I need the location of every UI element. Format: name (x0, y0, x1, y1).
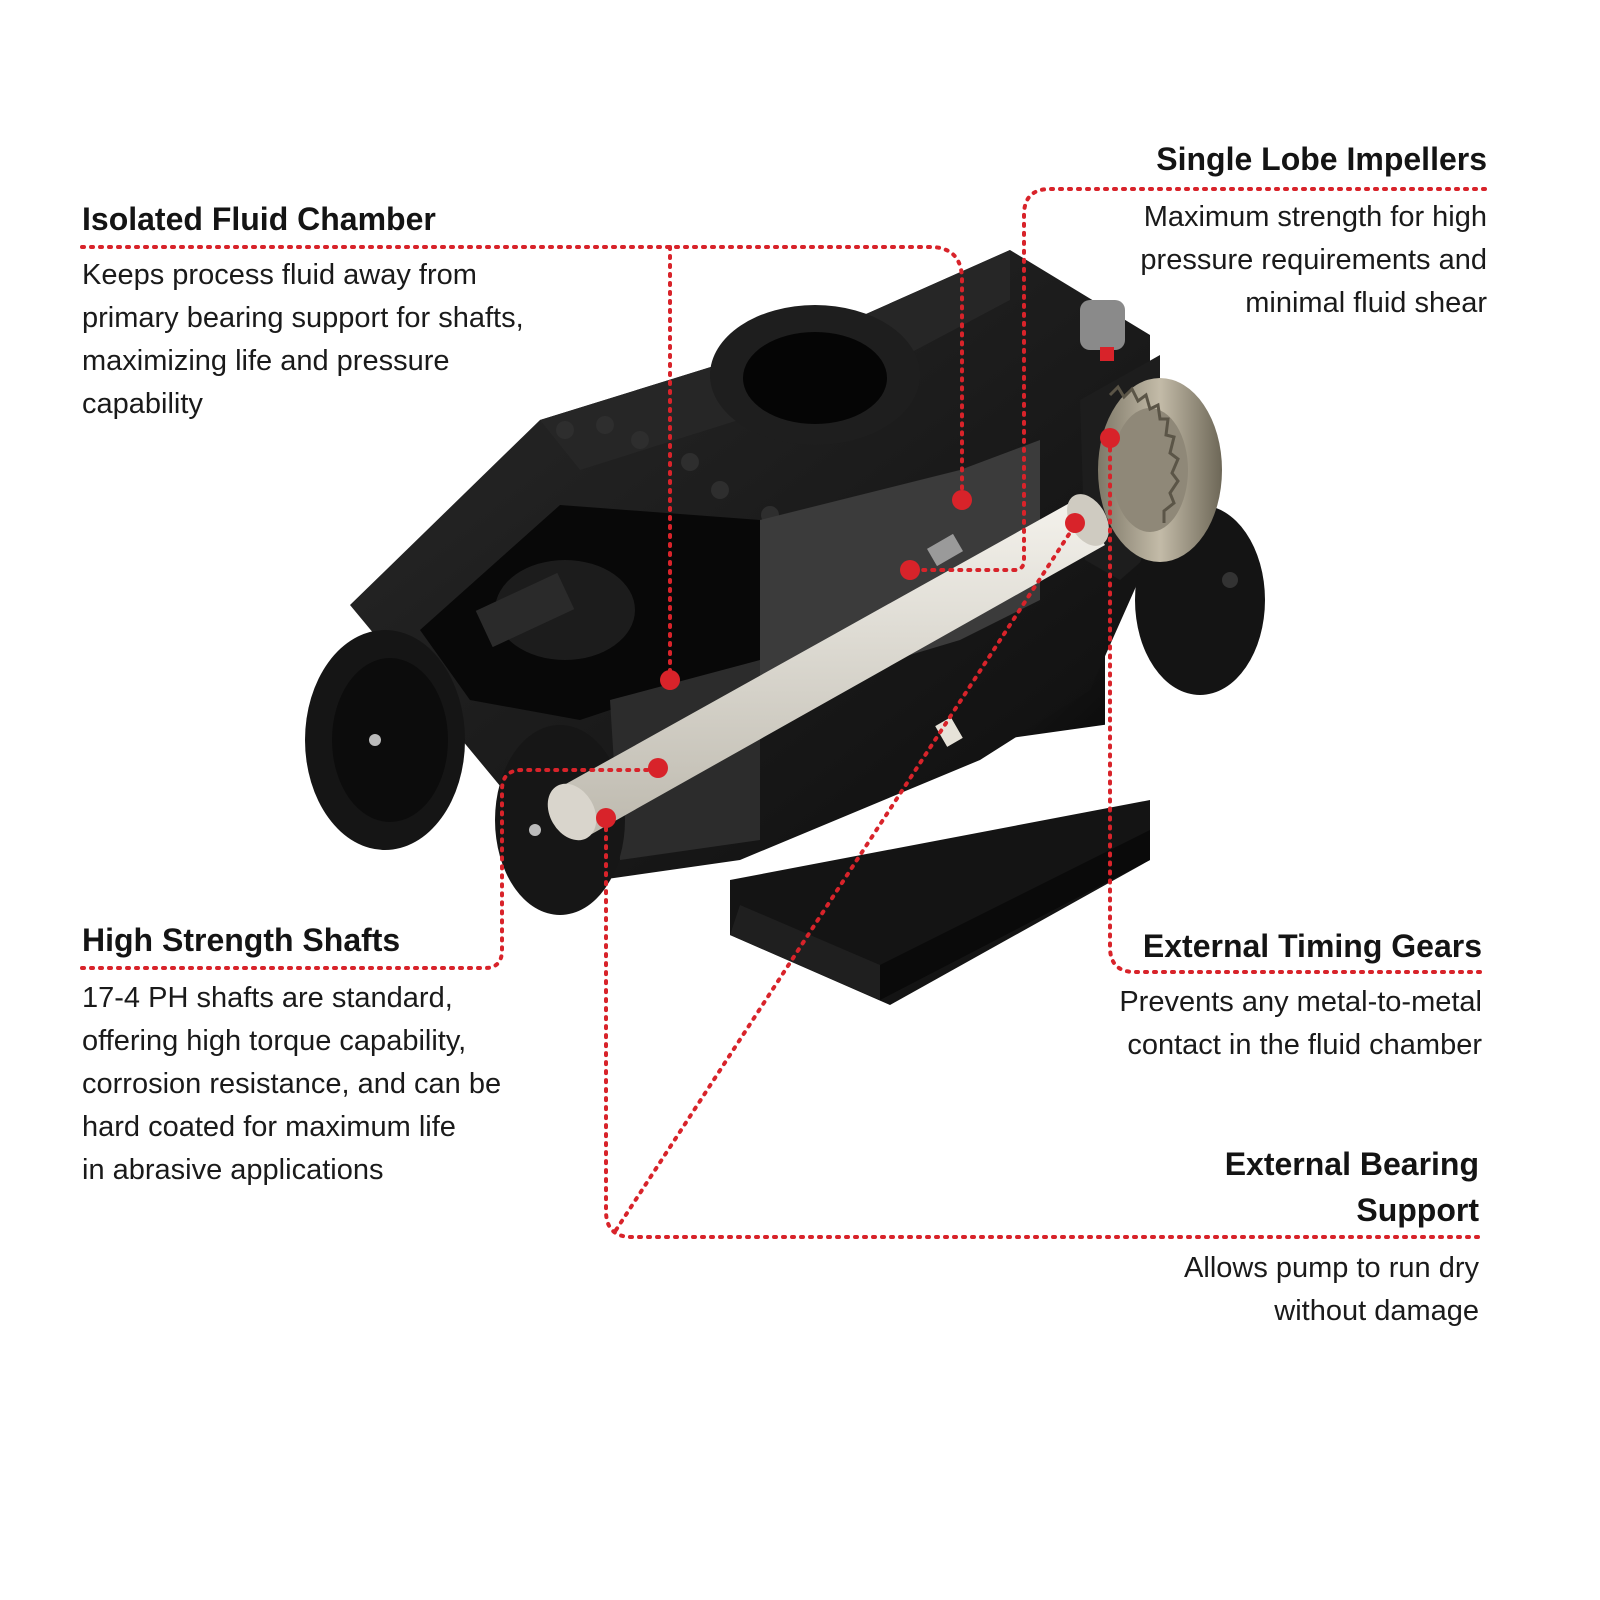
callout-isolated-fluid-chamber: Isolated Fluid Chamber Keeps process flu… (82, 196, 642, 426)
callout-external-bearing-support: External Bearing Support Allows pump to … (1000, 1141, 1479, 1333)
callout-body: Maximum strength for high pressure requi… (1140, 201, 1487, 319)
leader-external-bearing-support (604, 523, 1480, 1239)
callout-body: Prevents any metal-to-metal contact in t… (1119, 986, 1482, 1061)
anchor-dot-shaft (648, 758, 668, 778)
leader-high-strength-shafts (80, 768, 658, 970)
callout-high-strength-shafts: High Strength Shafts 17-4 PH shafts are … (82, 917, 582, 1192)
callout-title: External Bearing Support (1224, 1146, 1479, 1228)
leader-single-lobe-impellers (908, 187, 1487, 572)
anchor-dot-chamber-left (660, 670, 680, 690)
callout-title: External Timing Gears (1142, 928, 1482, 964)
timing-gear (1098, 378, 1222, 562)
anchor-dot-impeller (900, 560, 920, 580)
callout-external-timing-gears: External Timing Gears Prevents any metal… (1000, 923, 1482, 1067)
anchor-dot-rear-bearing (1065, 513, 1085, 533)
leader-external-timing-gears (1108, 438, 1482, 974)
callout-body: Allows pump to run dry without damage (1184, 1252, 1479, 1327)
callout-title: Isolated Fluid Chamber (82, 201, 436, 237)
callout-single-lobe-impellers: Single Lobe Impellers Maximum strength f… (1000, 136, 1487, 325)
callout-body: Keeps process fluid away from primary be… (82, 259, 524, 420)
anchor-dot-chamber-top (952, 490, 972, 510)
callout-body: 17-4 PH shafts are standard, offering hi… (82, 982, 502, 1186)
anchor-dot-front-bearing (596, 808, 616, 828)
callout-title: High Strength Shafts (82, 922, 401, 958)
leader-isolated-fluid-chamber (80, 245, 964, 682)
callout-title: Single Lobe Impellers (1156, 141, 1487, 177)
anchor-dot-timing-gear (1100, 428, 1120, 448)
shaft (547, 494, 1109, 841)
anchor-marker-rear-port (1100, 347, 1114, 361)
